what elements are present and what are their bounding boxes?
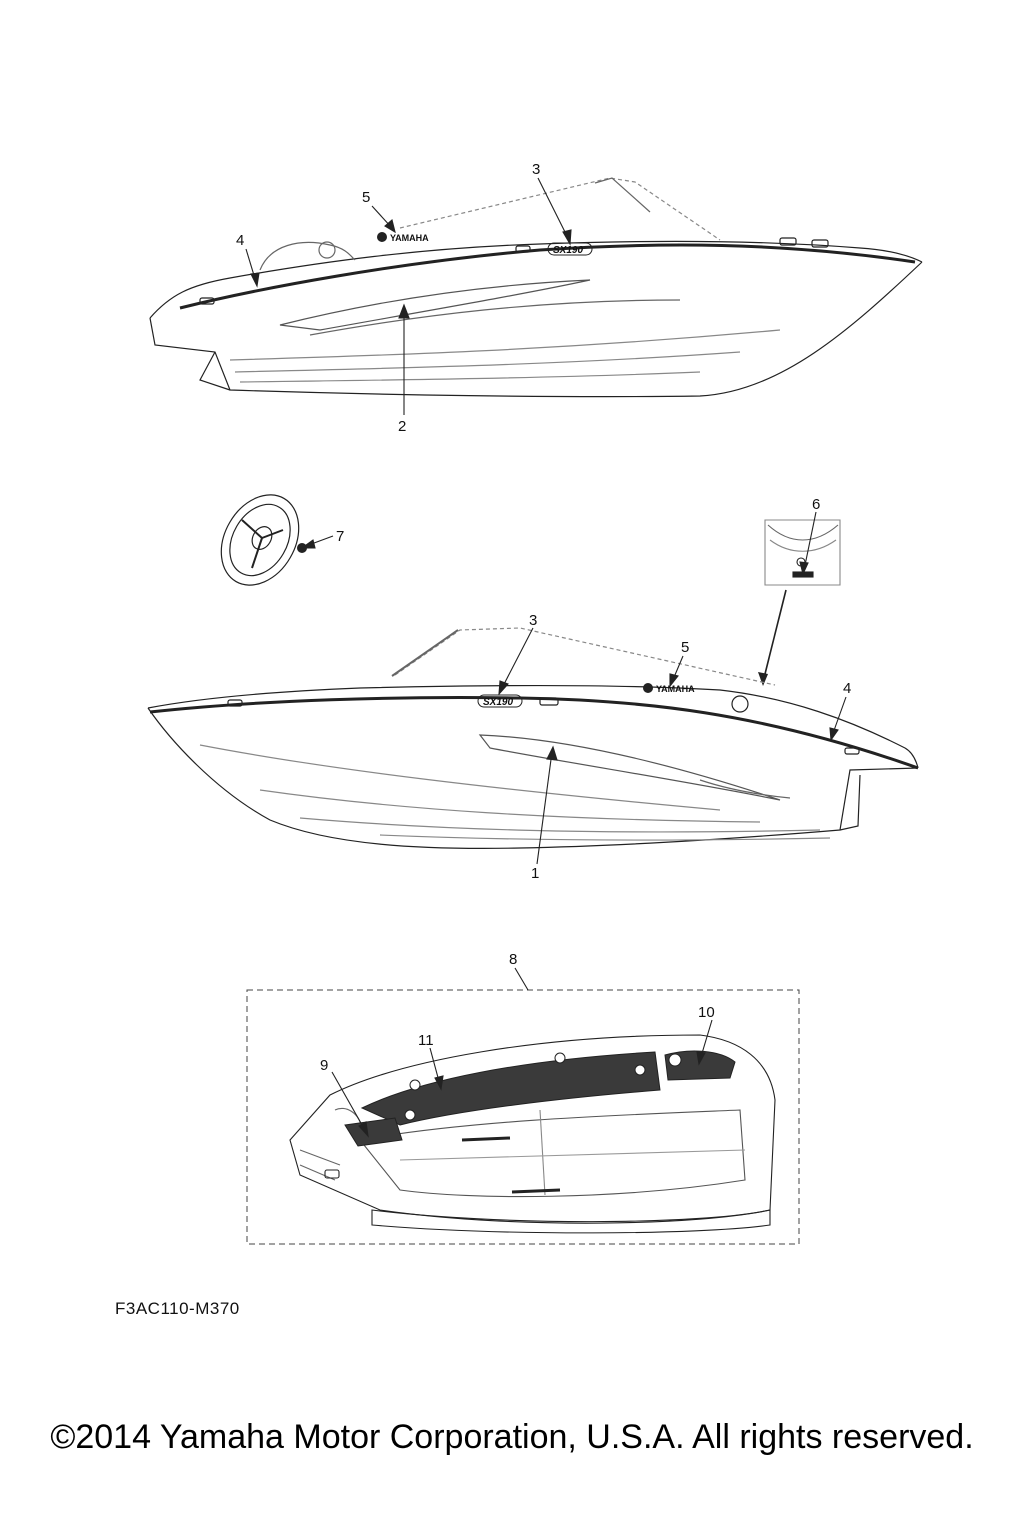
mat-set-frame (246, 989, 800, 1245)
figure-code: F3AC110-M370 (115, 1299, 240, 1318)
model-badge-decal-bottom: SX190 (477, 694, 523, 708)
yamaha-logo-decal-bottom: YAMAHA (643, 683, 695, 694)
callout-5-bottom: 5 (681, 639, 689, 656)
yamaha-logo-text-top: YAMAHA (390, 233, 429, 243)
callout-9: 9 (320, 1057, 328, 1074)
callout-2: 2 (398, 418, 406, 435)
callout-1: 1 (531, 865, 539, 882)
callout-leaders (245, 177, 847, 1138)
callout-3-bottom: 3 (529, 612, 537, 629)
callout-6: 6 (812, 496, 820, 513)
callout-7: 7 (336, 528, 344, 545)
callout-4-bottom: 4 (843, 680, 851, 697)
callout-10: 10 (698, 1004, 715, 1021)
bow-mat (664, 1050, 736, 1081)
main-deck-mat (360, 1051, 661, 1126)
callout-3-top: 3 (532, 161, 540, 178)
copyright-notice: ©2014 Yamaha Motor Corporation, U.S.A. A… (50, 1418, 974, 1456)
callout-11: 11 (418, 1032, 434, 1049)
yamaha-logo-decal-top: YAMAHA (377, 232, 429, 243)
mat-set-boat (289, 1034, 776, 1234)
inset-pointer-arrow (758, 589, 787, 686)
steering-wheel (220, 494, 300, 586)
boat-bottom-view (147, 627, 919, 849)
stern-left-mat (344, 1117, 403, 1147)
callout-8: 8 (509, 951, 517, 968)
model-badge-text-top: SX190 (553, 245, 583, 256)
callout-4-top: 4 (236, 232, 244, 249)
boat-top-view (149, 177, 923, 398)
model-badge-text-bottom: SX190 (483, 697, 513, 708)
transom-inset (764, 519, 841, 586)
yamaha-logo-text-bottom: YAMAHA (656, 684, 695, 694)
callout-5-top: 5 (362, 189, 370, 206)
